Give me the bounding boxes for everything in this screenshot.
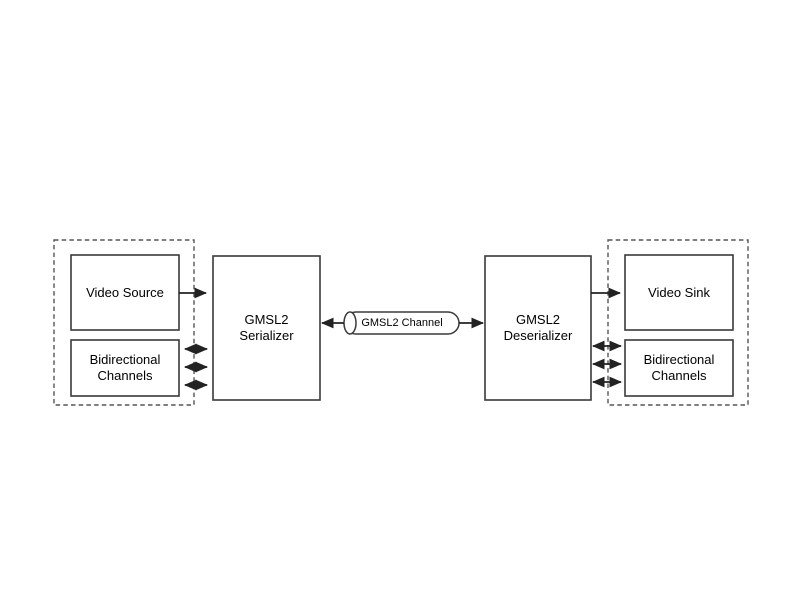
cylinder-end-ellipse	[343, 311, 357, 335]
group-boundary-transmitter	[53, 239, 195, 406]
gmsl2-deserializer-box[interactable]	[484, 255, 592, 401]
bidirectional-channels-left-box[interactable]	[70, 339, 180, 397]
group-boundary-receiver	[607, 239, 749, 406]
video-sink-box[interactable]	[624, 254, 734, 331]
video-source-box[interactable]	[70, 254, 180, 331]
bidirectional-channels-right-box[interactable]	[624, 339, 734, 397]
gmsl2-serializer-box[interactable]	[212, 255, 321, 401]
gmsl2-channel-cylinder[interactable]	[343, 311, 460, 335]
